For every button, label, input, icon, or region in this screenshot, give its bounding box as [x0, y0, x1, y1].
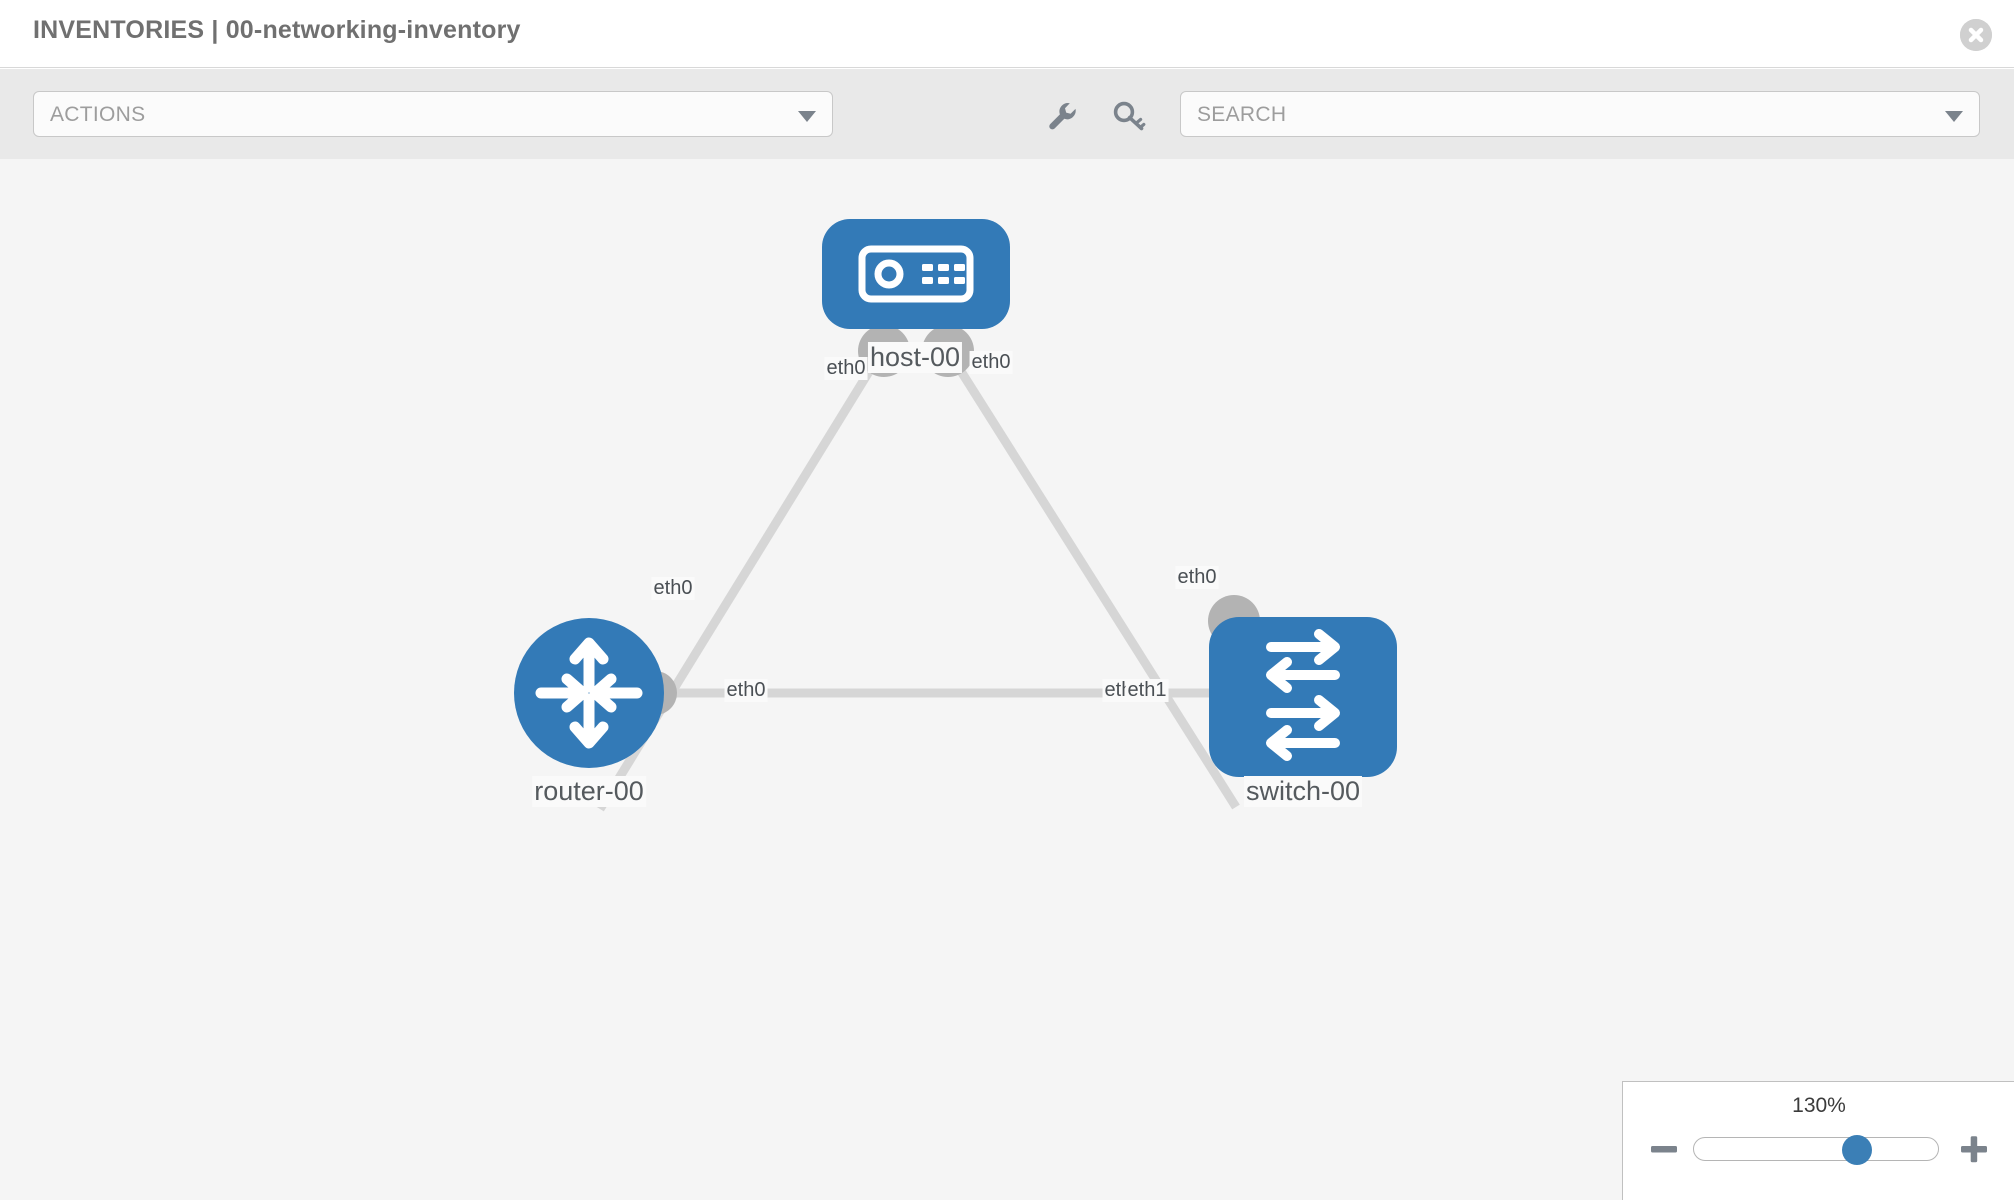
node-label-switch-00: switch-00	[1243, 776, 1363, 807]
chevron-down-icon	[1945, 111, 1963, 122]
router-arrows-icon	[535, 637, 643, 749]
plus-icon[interactable]	[1957, 1132, 1991, 1166]
link-host00-switch00[interactable]	[948, 354, 1240, 810]
zoom-slider-track[interactable]	[1693, 1135, 1939, 1165]
iface-label-host00-left: eth0	[824, 357, 868, 380]
minus-icon[interactable]	[1647, 1132, 1681, 1166]
node-label-router-00: router-00	[532, 776, 646, 807]
page-title: INVENTORIES | 00-networking-inventory	[33, 16, 521, 44]
topology-sockets	[633, 325, 1262, 719]
zoom-slider-row	[1623, 1130, 2014, 1170]
wrench-icon[interactable]	[1043, 97, 1081, 135]
iface-label-router00-uplink: eth0	[651, 577, 695, 600]
node-router-00[interactable]	[514, 618, 664, 768]
topology-links	[596, 354, 1245, 812]
topology-canvas[interactable]: host-00 router-00 switch-00 eth0 eth0 et…	[0, 159, 2014, 1200]
actions-dropdown[interactable]: ACTIONS	[33, 91, 833, 137]
key-icon[interactable]	[1110, 97, 1148, 135]
toolbar: ACTIONS SEARCH	[0, 69, 2014, 159]
close-icon[interactable]	[1960, 19, 1992, 51]
switch-arrows-icon	[1266, 629, 1340, 761]
topology-graph	[514, 219, 1397, 812]
node-label-host-00: host-00	[867, 342, 963, 373]
server-icon	[858, 245, 974, 303]
iface-label-switch00-eth1: eth1	[1125, 679, 1169, 702]
page-header: INVENTORIES | 00-networking-inventory	[0, 0, 2014, 68]
iface-label-router00-eth0: eth0	[724, 679, 768, 702]
iface-label-switch00-uplink: eth0	[1175, 566, 1219, 589]
node-host-00[interactable]	[822, 219, 1010, 329]
search-input[interactable]: SEARCH	[1180, 91, 1980, 137]
node-switch-00[interactable]	[1209, 617, 1397, 777]
zoom-level-label: 130%	[1792, 1094, 1846, 1117]
search-placeholder: SEARCH	[1197, 103, 1287, 126]
actions-dropdown-label: ACTIONS	[50, 103, 146, 126]
iface-label-host00-right: eth0	[969, 351, 1013, 374]
zoom-slider-handle[interactable]	[1842, 1135, 1873, 1165]
chevron-down-icon	[798, 111, 816, 122]
zoom-control-panel: 130%	[1622, 1081, 2014, 1200]
